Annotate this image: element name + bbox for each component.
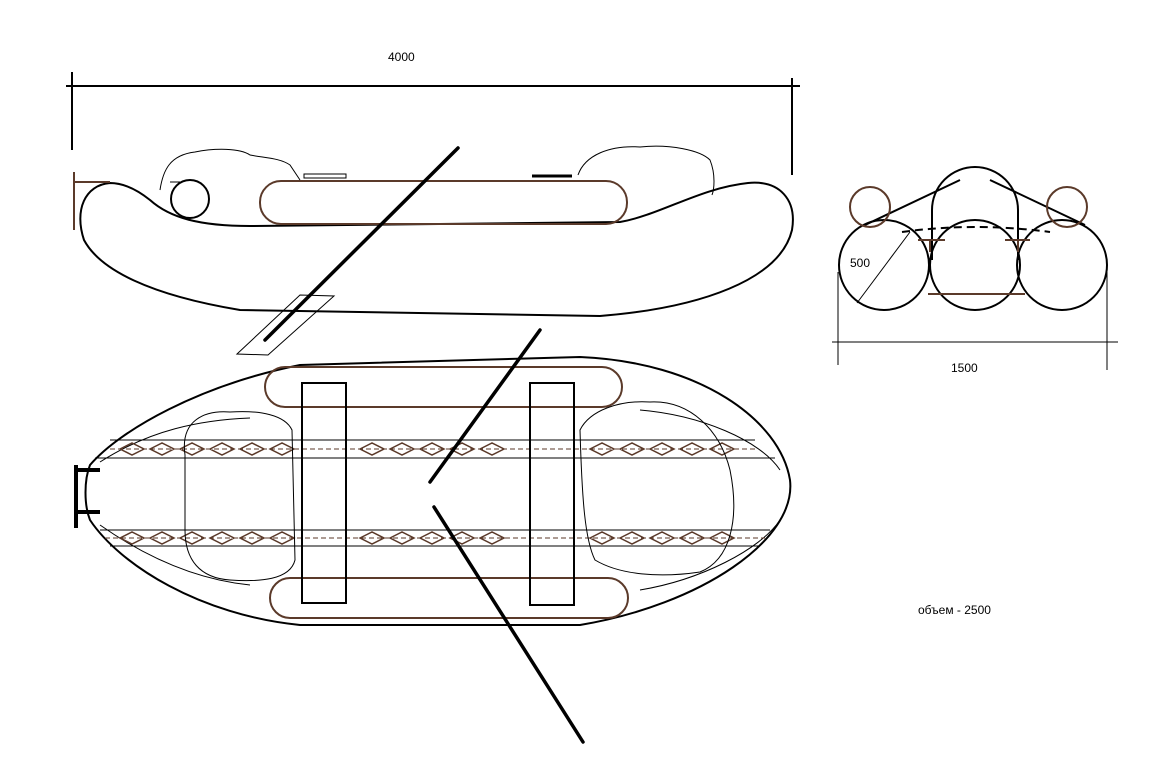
width-label: 1500 <box>951 361 978 375</box>
length-label: 4000 <box>388 50 415 64</box>
section-tube-right <box>1016 219 1108 311</box>
section-joints <box>918 239 1030 252</box>
top-tube-lower <box>269 577 629 619</box>
top-luggage-right <box>579 401 735 576</box>
side-tube <box>259 180 628 225</box>
oar-upper <box>428 328 542 484</box>
side-view <box>73 145 794 318</box>
radius-label: 500 <box>850 256 870 270</box>
oar-side <box>235 146 460 356</box>
top-hull <box>84 355 792 626</box>
top-view <box>74 355 792 626</box>
top-tube-upper <box>264 366 623 408</box>
section-tube-upper <box>931 166 1019 260</box>
volume-label: объем - 2500 <box>918 603 991 617</box>
stern-bracket <box>73 172 110 230</box>
top-stern-frame <box>74 465 100 528</box>
section-tube-center <box>929 219 1021 311</box>
luggage-left <box>159 148 301 191</box>
section-handle-right <box>1046 186 1088 228</box>
length-dimension: 4000 <box>66 50 800 175</box>
top-inner-contour <box>99 409 781 591</box>
bench-left <box>301 382 347 604</box>
top-luggage-left <box>183 411 296 582</box>
section-dashed-arc <box>901 226 1051 233</box>
lacing-upper <box>95 439 775 459</box>
oar-shaft <box>263 146 460 342</box>
bench-right <box>529 382 575 606</box>
cross-section: 500 1500 <box>832 166 1118 375</box>
oar-blade <box>235 294 336 356</box>
side-hull <box>79 181 794 318</box>
luggage-right <box>577 145 715 196</box>
lacing-lower <box>100 529 770 547</box>
section-ropes <box>864 179 1086 226</box>
section-handle-left <box>849 186 891 228</box>
section-radius-line <box>856 231 911 304</box>
oar-lower <box>432 505 585 744</box>
side-small-circle <box>170 179 210 219</box>
deck-bar-left <box>303 173 347 179</box>
